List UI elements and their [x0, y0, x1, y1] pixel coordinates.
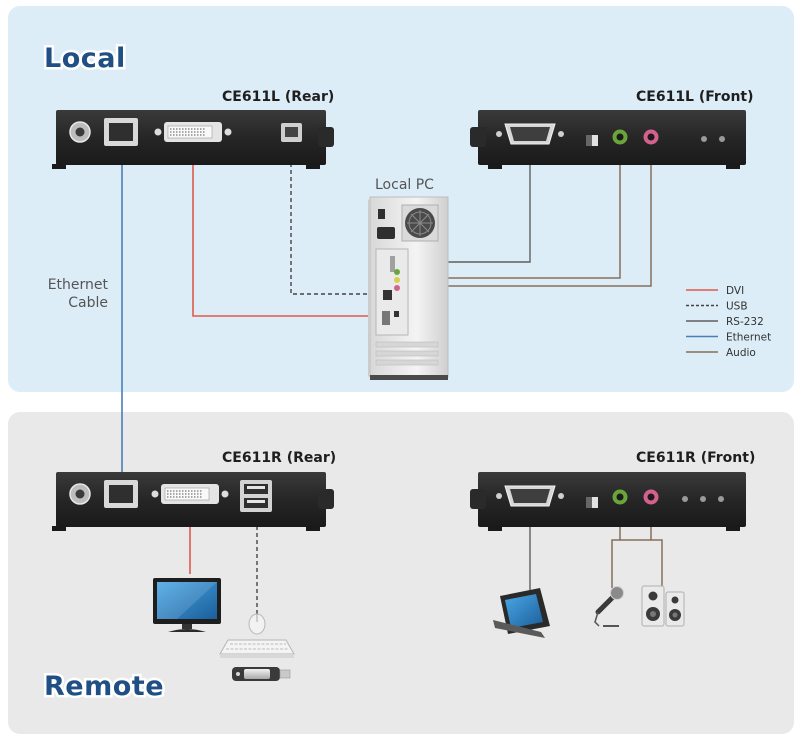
usb-a-ports-icon	[240, 480, 272, 512]
ce611l-front-device	[470, 110, 746, 169]
psu-socket-icon	[377, 227, 395, 239]
legend-item: Audio	[686, 347, 756, 359]
microphone-icon	[594, 586, 624, 627]
led-indicator-icon	[700, 496, 706, 502]
audio-cable-remote-mic	[611, 539, 620, 588]
mouse-icon	[248, 613, 266, 635]
mic-in-jack-icon	[643, 129, 659, 145]
legend-label: Audio	[726, 347, 756, 359]
audio-cable-remote-speaker	[651, 539, 663, 586]
dvi-cable-local	[192, 142, 378, 317]
ce611r-rear-label: CE611R (Rear)	[222, 450, 336, 466]
legend-label: RS-232	[726, 316, 764, 328]
dvi-port-icon	[154, 122, 232, 142]
legend-item: USB	[686, 301, 748, 313]
ce611l-rear-device	[52, 110, 334, 169]
serial-port-icon	[496, 123, 564, 145]
led-indicator-icon	[719, 136, 725, 142]
serial-port-icon	[496, 485, 564, 507]
ethernet-port-icon	[104, 480, 138, 508]
computer-tower-icon	[368, 196, 449, 380]
ce611r-front-label: CE611R (Front)	[636, 450, 755, 466]
usb-drive-icon	[232, 667, 291, 681]
legend-label: USB	[726, 301, 748, 313]
legend-label: DVI	[726, 285, 744, 297]
power-jack-icon	[69, 121, 91, 143]
monitor-icon	[153, 578, 221, 632]
usb-cable-local	[290, 142, 378, 295]
dvi-port-icon	[151, 484, 229, 504]
legend-label: Ethernet	[726, 332, 771, 344]
legend-item: RS-232	[686, 316, 764, 328]
led-indicator-icon	[682, 496, 688, 502]
mic-in-jack-icon	[643, 489, 659, 505]
fan-icon	[401, 204, 439, 242]
led-indicator-icon	[718, 496, 724, 502]
local-pc-label: Local PC	[375, 177, 434, 193]
audio-out-jack-icon	[612, 129, 628, 145]
ce611r-front-device	[470, 472, 746, 531]
ethernet-cable-label-line1: Ethernet	[48, 277, 109, 293]
ethernet-cable-label-line2: Cable	[68, 295, 108, 311]
audio-cable-local-1	[398, 144, 621, 279]
audio-cable-local-2	[398, 144, 652, 287]
keyboard-icon	[219, 639, 295, 658]
audio-out-jack-icon	[612, 489, 628, 505]
legend-item: DVI	[686, 285, 744, 297]
power-jack-icon	[69, 483, 91, 505]
remote-region-title: Remote	[44, 671, 164, 702]
ce611l-front-label: CE611L (Front)	[636, 89, 754, 105]
switch-icon	[586, 135, 598, 146]
ce611r-rear-device	[52, 472, 334, 531]
speakers-icon	[641, 585, 685, 627]
touch-panel-icon	[493, 588, 550, 638]
ethernet-port-icon	[104, 118, 138, 146]
usb-b-port-icon	[281, 123, 302, 142]
ce611l-rear-label: CE611L (Rear)	[222, 89, 334, 105]
psu-switch-icon	[378, 209, 385, 219]
legend-item: Ethernet	[686, 332, 771, 344]
led-indicator-icon	[701, 136, 707, 142]
local-region-title: Local	[44, 43, 126, 74]
switch-icon	[586, 497, 598, 508]
